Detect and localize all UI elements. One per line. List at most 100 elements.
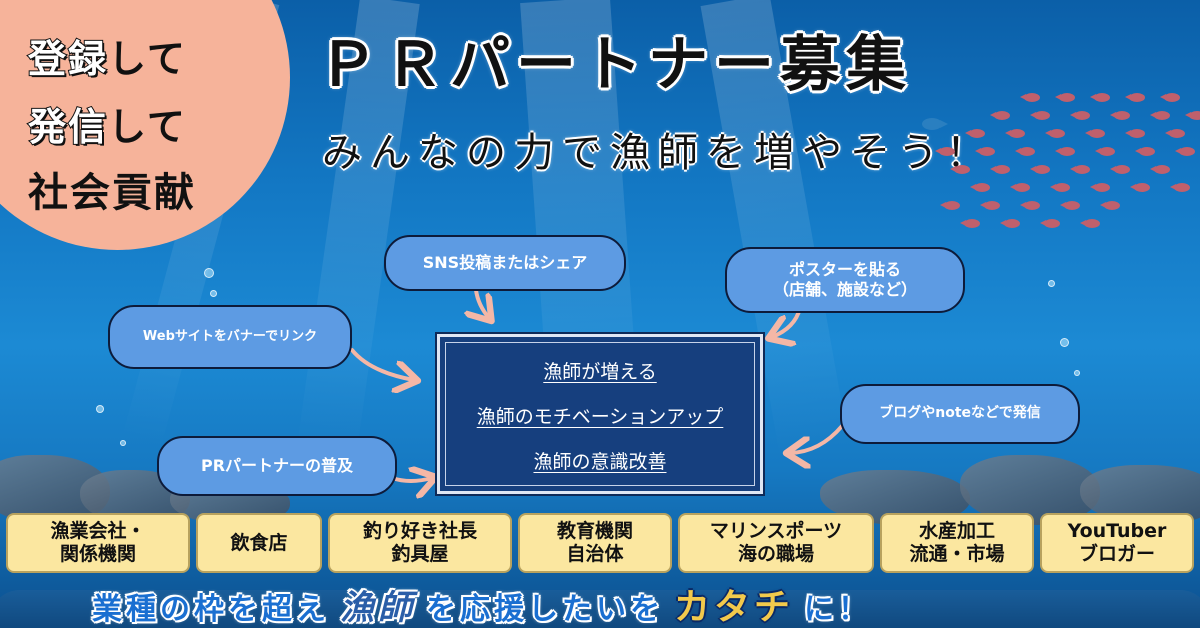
industry-line: 飲食店 (230, 531, 288, 554)
fish-icon (1135, 147, 1155, 156)
footer-highlight: 漁師 (340, 588, 416, 628)
fish-icon (975, 147, 995, 156)
rock (0, 590, 1200, 628)
fish-icon (1070, 165, 1090, 174)
industry-line: 教育機関 (556, 520, 633, 543)
industry-line: 流通・市場 (909, 543, 1005, 565)
fish-icon (935, 147, 955, 156)
fish-icon (1050, 183, 1070, 192)
fish-icon (990, 111, 1010, 120)
industry-line: YouTuber (1067, 520, 1167, 543)
fish-icon (1080, 219, 1100, 228)
fish-icon (970, 183, 990, 192)
center-item-2: 漁師のモチベーションアップ (476, 406, 724, 428)
fish-icon (1090, 93, 1110, 102)
fish-icon (1000, 219, 1020, 228)
fish-icon (960, 219, 980, 228)
industry-line: 海の職場 (737, 543, 814, 565)
industry-tag: マリンスポーツ 海の職場 (678, 513, 874, 573)
fish-icon (940, 201, 960, 210)
industry-line: 釣り好き社長 (362, 520, 477, 543)
fish-icon (1060, 201, 1080, 210)
industry-tag: 漁業会社・ 関係機関 (6, 513, 190, 573)
fish-school-illustration (880, 85, 1200, 235)
bubble (1060, 338, 1069, 347)
footer-text: を応援したいを (426, 592, 664, 627)
fish-icon (1010, 183, 1030, 192)
page-title: ＰＲパートナー募集 (318, 30, 912, 100)
bubble (1074, 370, 1080, 376)
fish-icon (1095, 147, 1115, 156)
industry-tag: 水産加工 流通・市場 (880, 513, 1034, 573)
bubble (120, 440, 126, 446)
industry-tag: 飲食店 (196, 513, 322, 573)
callout-label: SNS投稿またはシェア (422, 253, 588, 272)
corner-highlight: 発信 (27, 104, 109, 150)
bubble (96, 405, 104, 413)
fish-icon (1045, 129, 1065, 138)
callout-sns: SNS投稿またはシェア (384, 235, 626, 291)
fish-icon (1160, 93, 1180, 102)
fish-icon (1150, 165, 1170, 174)
bubble (210, 290, 217, 297)
callout-label: Webサイトをバナーでリンク (142, 328, 318, 344)
callout-web: Webサイトをバナーでリンク (108, 305, 352, 369)
fish-icon (1055, 147, 1075, 156)
industry-tag: YouTuber ブロガー (1040, 513, 1194, 573)
fish-icon (1040, 219, 1060, 228)
fish-icon (1020, 93, 1040, 102)
fish-icon (1125, 129, 1145, 138)
footer-text: 業種の枠を超え (92, 592, 330, 627)
industry-line: 漁業会社・ (50, 520, 146, 543)
callout-label: PRパートナーの普及 (200, 456, 354, 475)
bubble (1048, 280, 1055, 287)
fish-icon (1090, 183, 1110, 192)
fish-icon (1055, 93, 1075, 102)
industry-line: マリンスポーツ (709, 520, 843, 543)
fish-icon (1110, 165, 1130, 174)
fish-icon (1150, 111, 1170, 120)
fish-icon (1125, 93, 1145, 102)
fish-icon (1030, 165, 1050, 174)
fish-icon (1030, 111, 1050, 120)
callout-pr: PRパートナーの普及 (157, 436, 397, 496)
industry-line: 釣具屋 (391, 543, 449, 565)
fish-icon (1070, 111, 1090, 120)
fish-icon (1085, 129, 1105, 138)
corner-highlight: 登録 (27, 36, 109, 82)
bubble (204, 268, 214, 278)
center-results-box: 漁師が増える 漁師のモチベーションアップ 漁師の意識改善 (437, 334, 763, 494)
industry-line: 水産加工 (918, 520, 995, 543)
industry-tag: 釣り好き社長 釣具屋 (328, 513, 512, 573)
corner-text: して (108, 37, 187, 81)
fish-icon (1165, 129, 1185, 138)
footer-highlight: カタチ (674, 587, 795, 628)
industry-line: 自治体 (566, 543, 624, 565)
fish-icon (1185, 111, 1200, 120)
arrow-icon (476, 288, 489, 318)
arrow-icon (390, 478, 432, 481)
fish-icon (1020, 201, 1040, 210)
corner-text: して (108, 105, 187, 149)
fish-icon (965, 129, 985, 138)
fish-icon (1015, 147, 1035, 156)
center-item-3: 漁師の意識改善 (533, 451, 667, 473)
industry-line: ブロガー (1078, 543, 1155, 565)
callout-blog: ブログやnoteなどで発信 (840, 384, 1080, 444)
footer-text: に！ (804, 592, 873, 627)
footer-slogan: 業種の枠を超え 漁師 を応援したいを カタチ に！ (92, 578, 872, 628)
center-item-1: 漁師が増える (543, 361, 657, 383)
fish-icon (980, 201, 1000, 210)
fish-icon (1170, 183, 1190, 192)
callout-label: ポスターを貼る (788, 260, 901, 279)
callout-label: ブログやnoteなどで発信 (879, 405, 1041, 422)
industry-line: 関係機関 (59, 543, 136, 565)
fish-icon (1100, 201, 1120, 210)
page-subtitle: みんなの力で漁師を増やそう！ (322, 130, 994, 176)
corner-text: 社会貢献 (28, 170, 196, 216)
fish-icon (1005, 129, 1025, 138)
corner-line-1: 登録して (27, 28, 187, 83)
fish-icon (1130, 183, 1150, 192)
fish-icon (922, 118, 948, 130)
